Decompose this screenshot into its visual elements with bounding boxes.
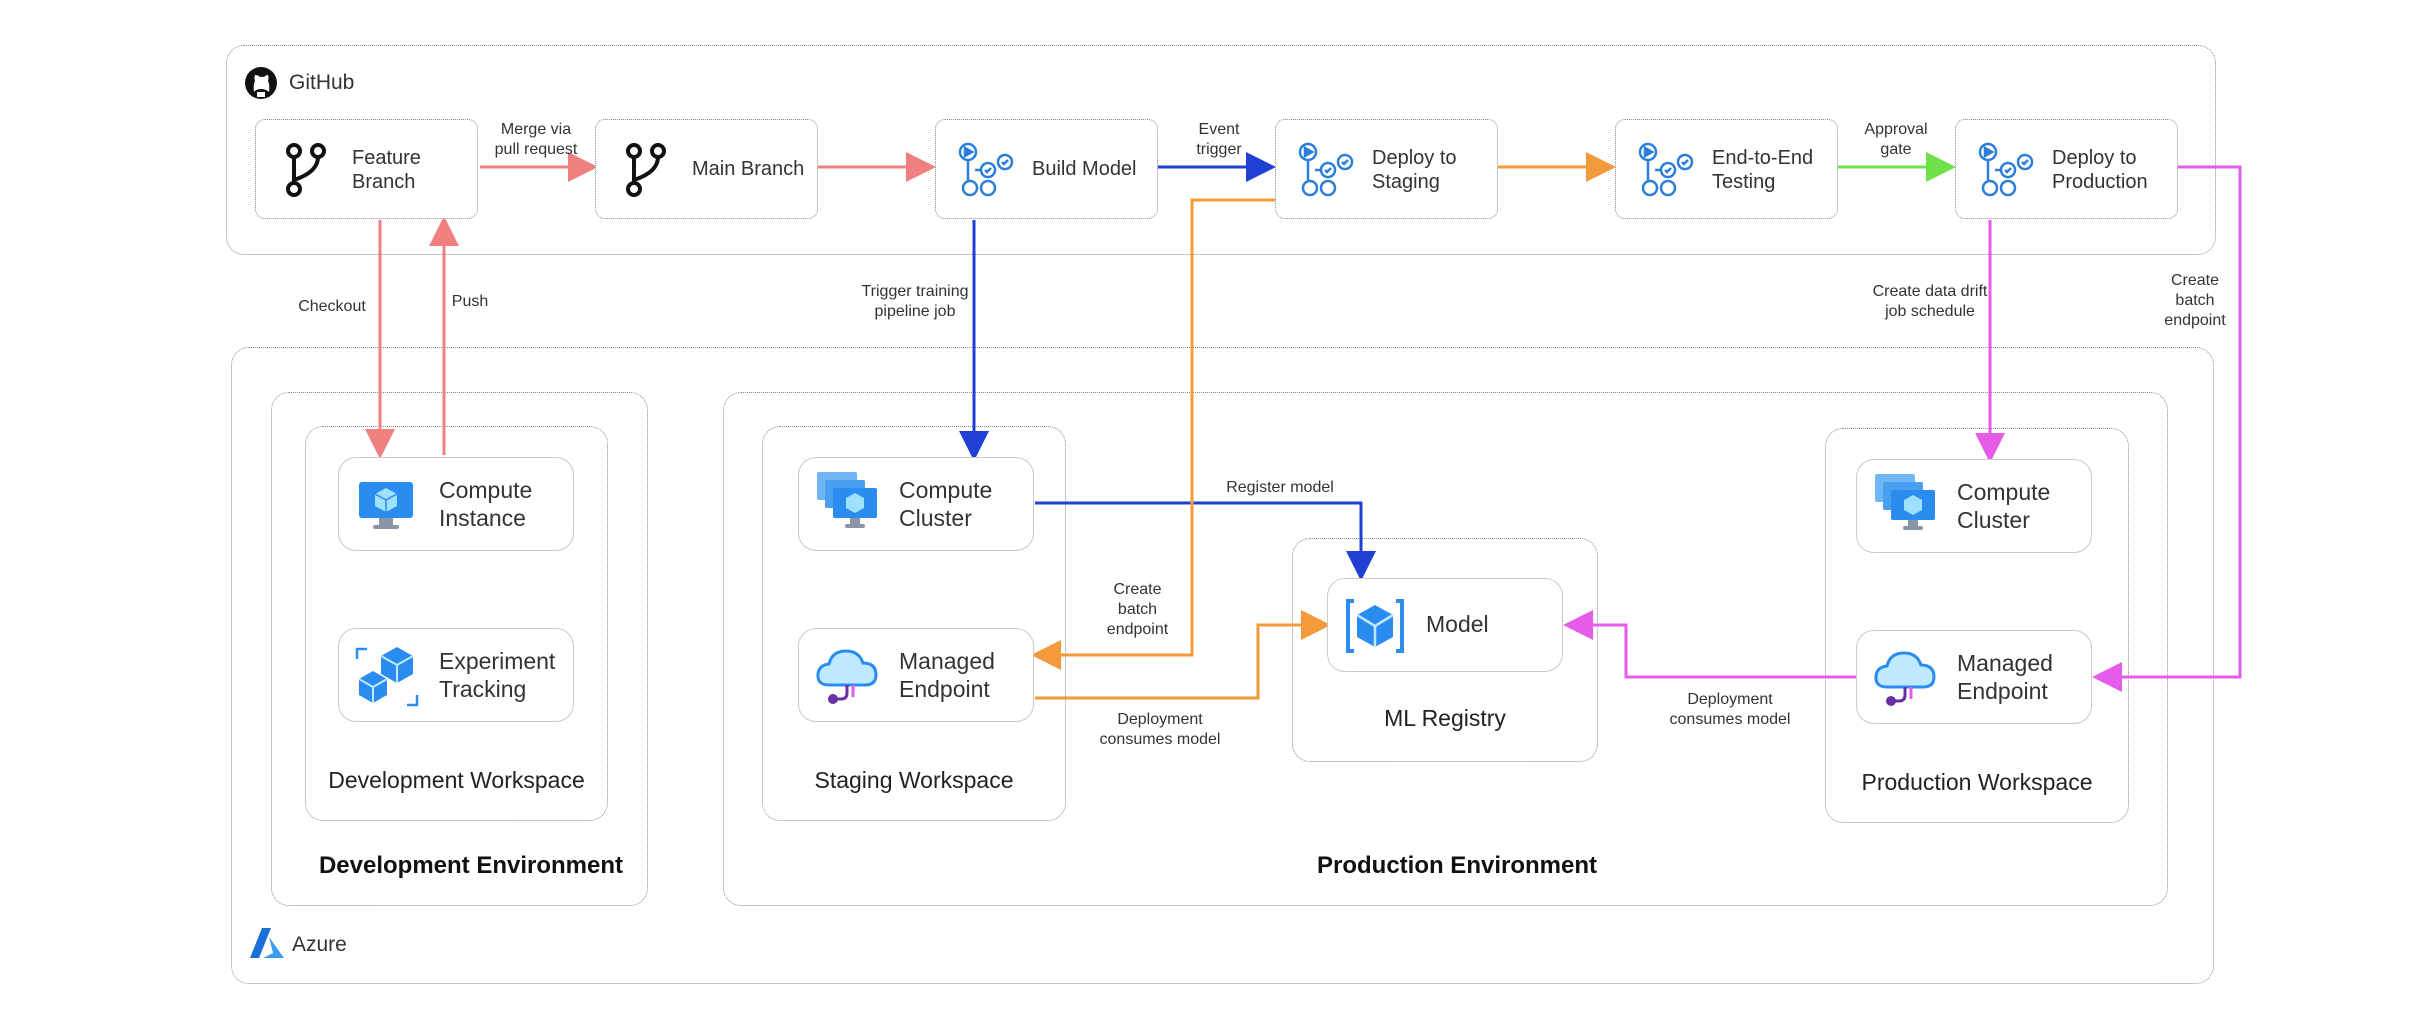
main-branch-label: Main Branch	[692, 158, 805, 180]
development-environment	[271, 392, 648, 906]
workflow-icon	[958, 142, 1018, 203]
e2e-testing-node[interactable]: End-to-End Testing	[1615, 119, 1838, 219]
cloud-endpoint-icon	[1873, 647, 1937, 714]
production-managed-endpoint-label: Managed Endpoint	[1957, 650, 2053, 704]
create-batch-prod-arrow	[2092, 165, 2242, 692]
production-environment-label: Production Environment	[1316, 852, 1597, 879]
deploy-staging-label: Deploy to Staging	[1372, 147, 1457, 193]
production-managed-endpoint-card[interactable]: Managed Endpoint	[1856, 630, 2092, 724]
trigger-training-label: Trigger training pipeline job	[861, 283, 969, 320]
checkout-label: Checkout	[298, 298, 366, 315]
production-environment	[723, 392, 2168, 906]
azure-label: Azure	[292, 933, 347, 956]
e2e-testing-label: End-to-End Testing	[1712, 147, 1814, 193]
ml-registry-label: ML Registry	[1384, 705, 1506, 731]
azure-logo-icon	[249, 927, 285, 959]
merge-label: Merge via pull request	[494, 121, 578, 158]
development-environment-label: Development Environment	[318, 852, 624, 879]
build-model-node[interactable]: Build Model	[935, 119, 1158, 219]
git-branch-icon	[624, 142, 668, 203]
approval-gate-label: Approval gate	[1864, 121, 1928, 158]
register-model-arrow	[1035, 501, 1376, 581]
compute-instance-card[interactable]: Compute Instance	[338, 457, 574, 551]
production-workspace-label: Production Workspace	[1861, 769, 2093, 795]
deploy-staging-node[interactable]: Deploy to Staging	[1275, 119, 1498, 219]
cloud-endpoint-icon	[815, 645, 879, 712]
workflow-icon	[1638, 142, 1698, 203]
staging-managed-endpoint-card[interactable]: Managed Endpoint	[798, 628, 1034, 722]
experiment-tracking-card[interactable]: Experiment Tracking	[338, 628, 574, 722]
staging-compute-cluster-label: Compute Cluster	[899, 477, 993, 531]
github-label: GitHub	[289, 71, 355, 94]
development-workspace-label: Development Workspace	[328, 767, 585, 793]
staging-workspace-label: Staging Workspace	[814, 767, 1014, 793]
deploy-consumes-staging-label: Deployment consumes model	[1099, 711, 1221, 748]
compute-instance-label: Compute Instance	[439, 477, 533, 531]
monitor-cube-icon	[357, 476, 415, 539]
create-batch-staging-arrow	[1031, 198, 1275, 670]
experiment-tracking-label: Experiment Tracking	[439, 648, 556, 702]
create-drift-label: Create data drift job schedule	[1872, 283, 1988, 320]
production-compute-cluster-label: Compute Cluster	[1957, 479, 2051, 533]
experiment-cubes-icon	[355, 645, 419, 714]
staging-managed-endpoint-label: Managed Endpoint	[899, 648, 995, 702]
ml-registry-container	[1292, 538, 1598, 762]
feature-branch-node[interactable]: Feature Branch	[255, 119, 478, 219]
event-trigger-label: Event trigger	[1196, 121, 1242, 158]
feature-branch-label: Feature Branch	[352, 147, 421, 193]
staging-workspace	[762, 426, 1066, 821]
deploy-consumes-staging-arrow	[1035, 610, 1331, 700]
staging-compute-cluster-card[interactable]: Compute Cluster	[798, 457, 1034, 551]
register-model-label: Register model	[1226, 479, 1334, 496]
create-batch-prod-label: Create batch endpoint	[2164, 272, 2226, 329]
git-branch-icon	[284, 142, 328, 203]
deploy-consumes-prod-arrow	[1563, 610, 1856, 679]
model-label: Model	[1426, 611, 1489, 637]
build-model-label: Build Model	[1032, 158, 1137, 180]
production-workspace	[1825, 428, 2129, 823]
main-branch-node[interactable]: Main Branch	[595, 119, 818, 219]
production-compute-cluster-card[interactable]: Compute Cluster	[1856, 459, 2092, 553]
github-container	[226, 45, 2216, 255]
workflow-icon	[1978, 142, 2038, 203]
workflow-icon	[1298, 142, 1358, 203]
model-card[interactable]: Model	[1327, 578, 1563, 672]
deploy-production-node[interactable]: Deploy to Production	[1955, 119, 2178, 219]
create-batch-staging-label: Create batch endpoint	[1106, 581, 1169, 638]
compute-cluster-icon	[815, 470, 881, 539]
push-label: Push	[451, 293, 489, 310]
compute-cluster-icon	[1873, 472, 1939, 541]
development-workspace	[305, 426, 608, 821]
deploy-production-label: Deploy to Production	[2052, 147, 2148, 193]
model-cube-icon	[1344, 595, 1406, 662]
github-logo-icon	[244, 66, 278, 100]
deploy-consumes-prod-label: Deployment consumes model	[1669, 691, 1791, 728]
azure-container	[231, 347, 2214, 984]
